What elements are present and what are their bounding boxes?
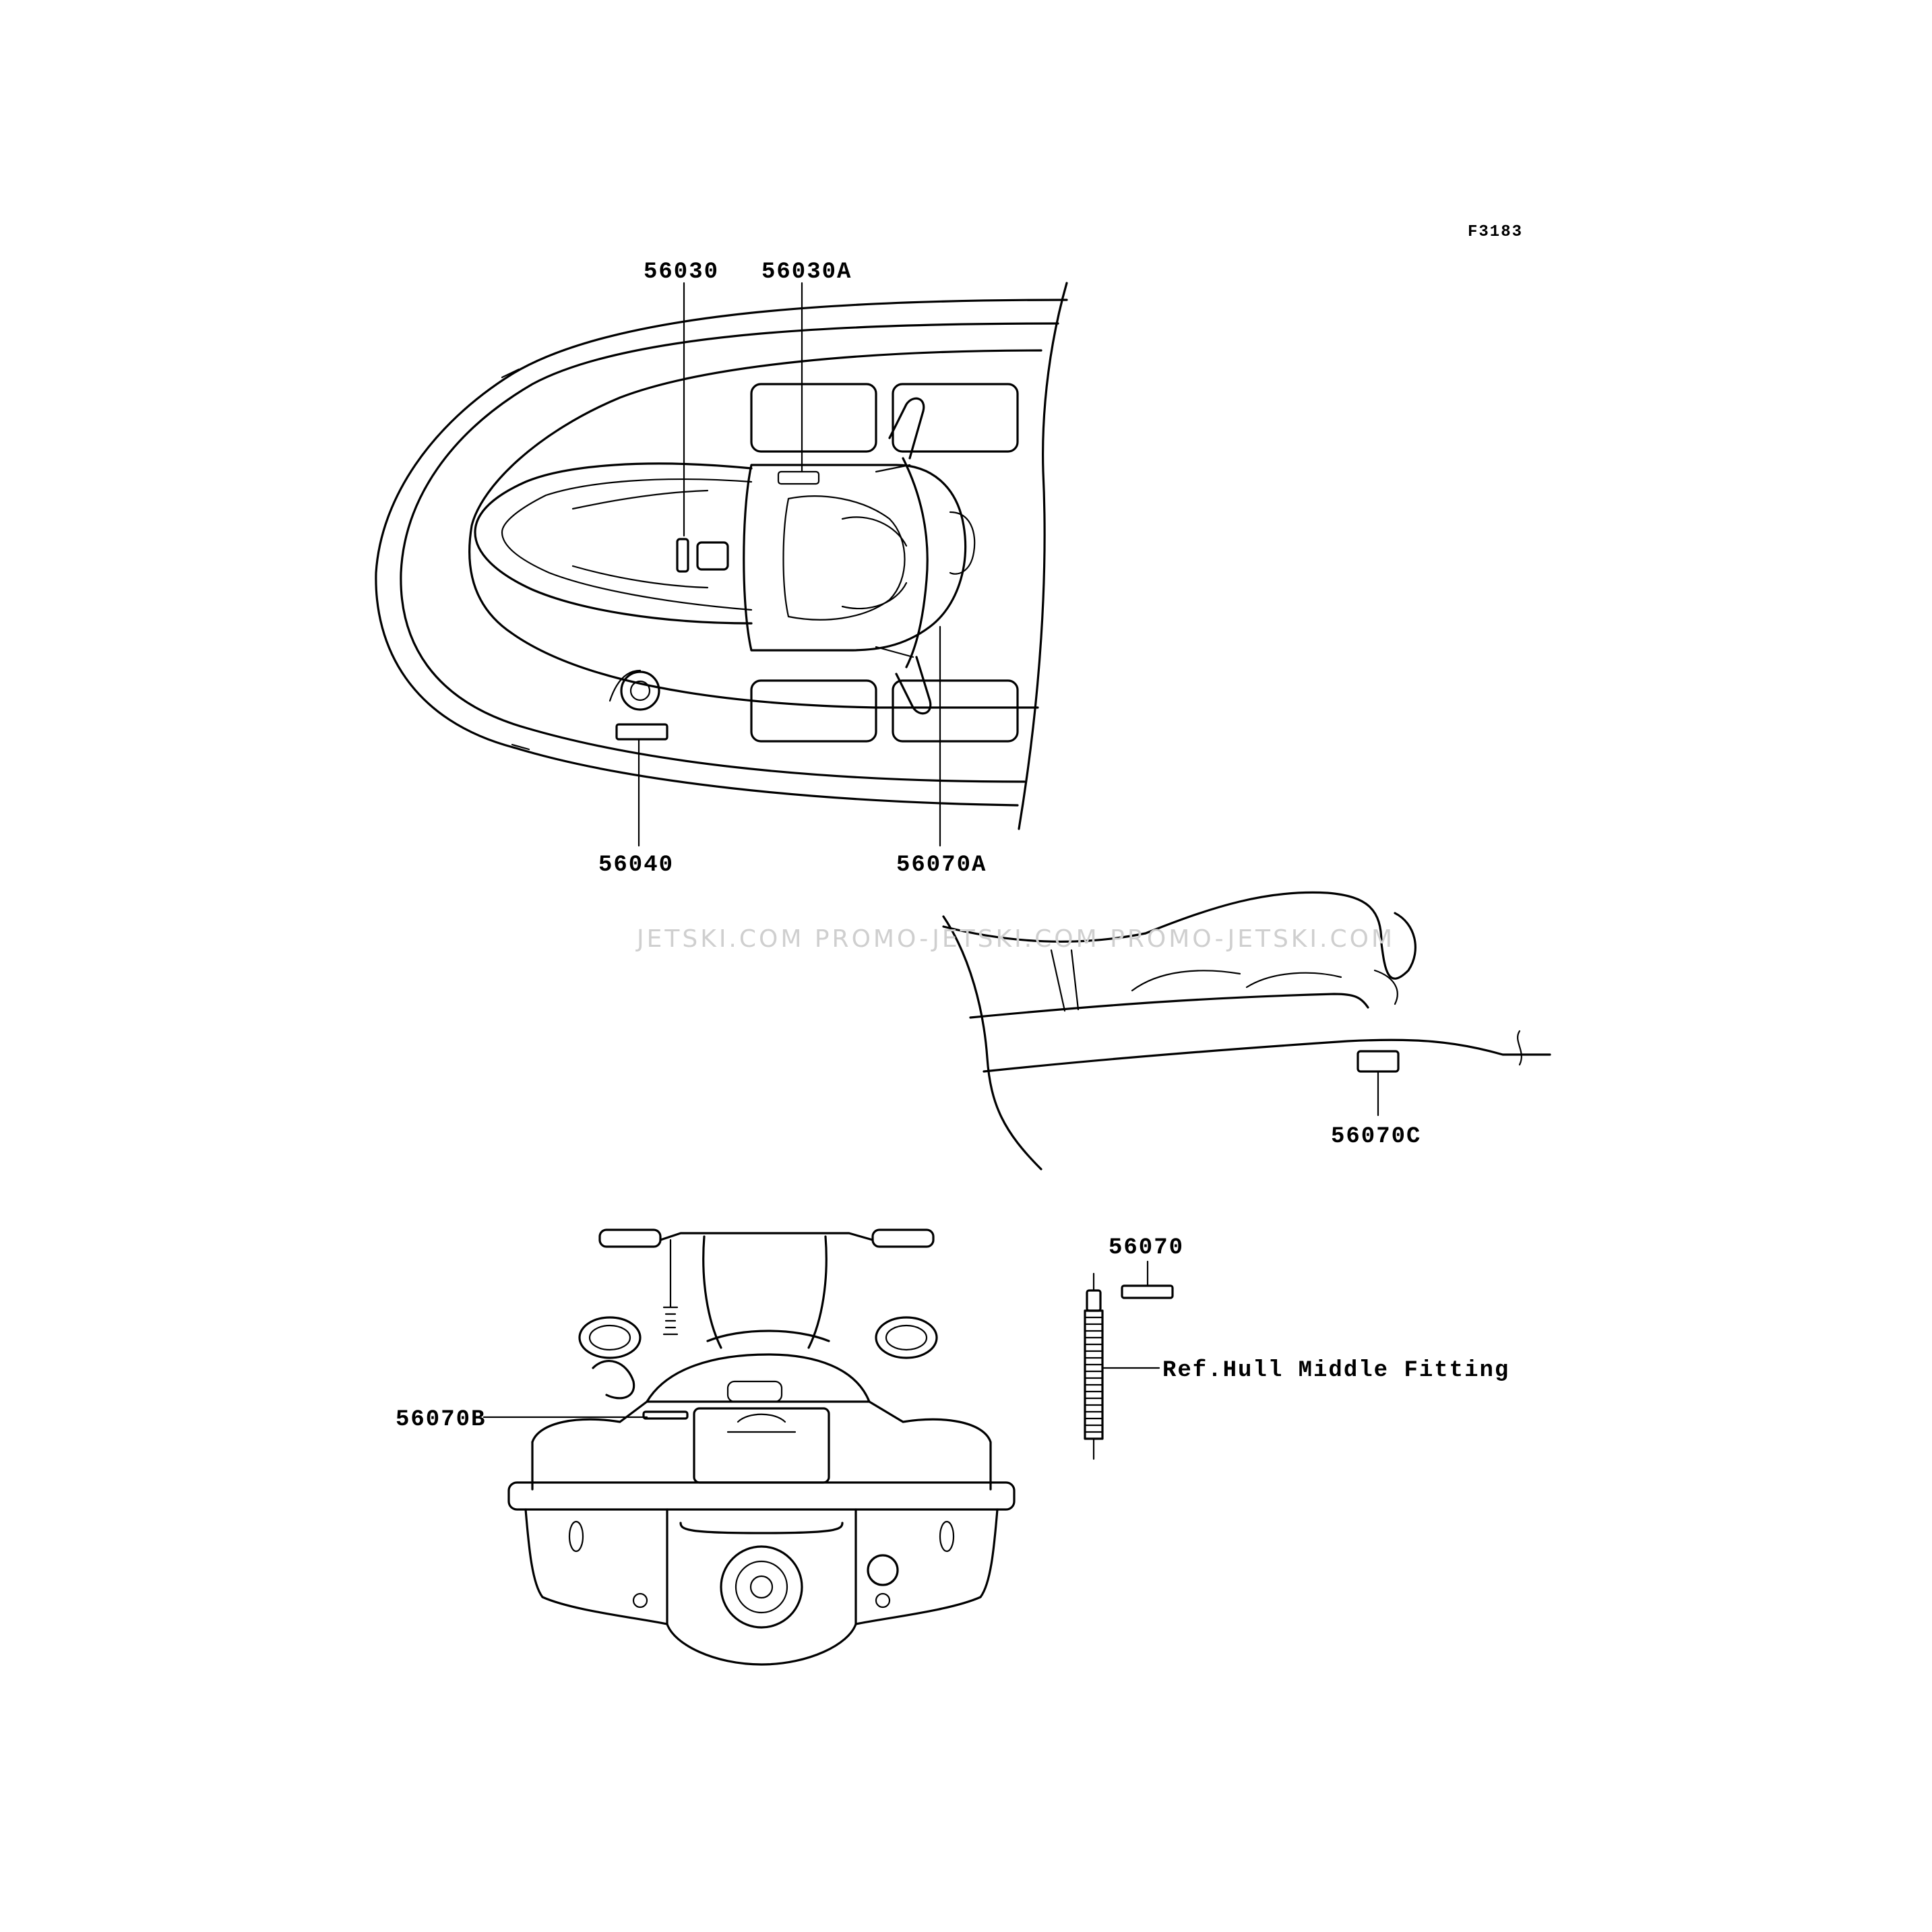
figure-code: F3183: [1468, 223, 1523, 241]
decal-56070C: [1357, 1050, 1400, 1073]
decal-56070B: [642, 1410, 689, 1420]
decal-56030A: [777, 470, 820, 485]
callout-56030A: 56030A: [761, 259, 852, 285]
callout-56070: 56070: [1109, 1235, 1184, 1261]
watermark: JETSKI.COM PROMO-JETSKI.COM PROMO-JETSKI…: [635, 925, 1395, 953]
callout-56070A: 56070A: [896, 852, 987, 878]
decal-56030: [676, 538, 689, 573]
callout-56070C: 56070C: [1331, 1124, 1421, 1150]
callout-56030: 56030: [644, 259, 719, 285]
rear-view-stern: [507, 1228, 1016, 1666]
hull-fitting-detail: [1084, 1272, 1174, 1460]
side-view-seat: [942, 891, 1551, 1171]
decal-56040: [615, 723, 668, 741]
callout-56070B: 56070B: [396, 1407, 486, 1433]
callout-56040: 56040: [598, 852, 674, 878]
decal-56070: [1121, 1284, 1174, 1299]
ref-hull-middle-fitting: Ref.Hull Middle Fitting: [1162, 1358, 1509, 1383]
top-view-bow: [375, 282, 1068, 830]
